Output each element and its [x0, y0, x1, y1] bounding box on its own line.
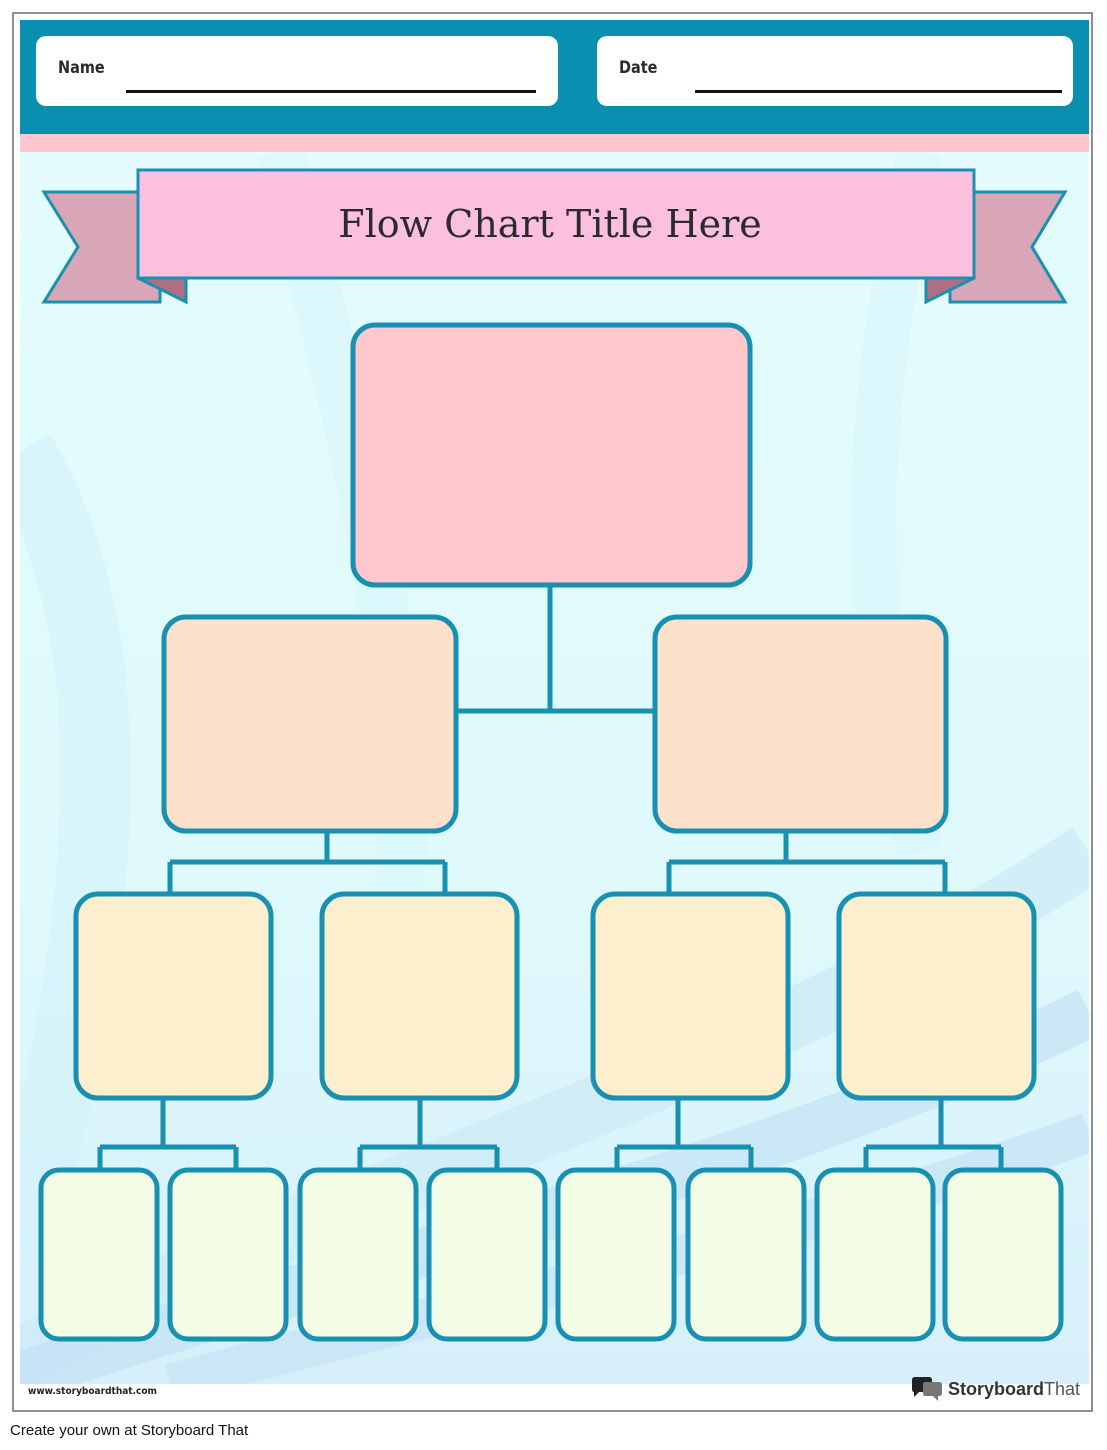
- flow-box-level4-8[interactable]: [942, 1167, 1064, 1342]
- flow-box-level2-right[interactable]: [652, 614, 949, 834]
- storyboardthat-logo[interactable]: StoryboardThat: [910, 1376, 1080, 1402]
- worksheet: Name Date: [12, 12, 1093, 1412]
- flow-box-level4-6[interactable]: [685, 1167, 807, 1342]
- speech-bubbles-icon: [912, 1377, 942, 1401]
- footer-url[interactable]: www.storyboardthat.com: [28, 1386, 157, 1397]
- banner-body: [136, 168, 976, 280]
- header-bar: Name Date: [20, 20, 1089, 134]
- flow-box-level4-7[interactable]: [814, 1167, 936, 1342]
- flow-box-level4-1[interactable]: [38, 1167, 160, 1342]
- connectors: [97, 585, 1004, 1170]
- flow-box-level3-4[interactable]: [836, 891, 1037, 1101]
- name-line[interactable]: [126, 90, 536, 93]
- flow-box-level4-3[interactable]: [297, 1167, 419, 1342]
- logo-brand: Storyboard: [948, 1378, 1045, 1399]
- name-field[interactable]: Name: [36, 36, 558, 106]
- logo-suffix: That: [1044, 1378, 1081, 1399]
- date-label: Date: [619, 58, 658, 78]
- title-banner: Flow Chart Title Here: [41, 168, 1068, 305]
- pink-strip: [20, 134, 1089, 152]
- chart-title[interactable]: Flow Chart Title Here: [338, 202, 762, 246]
- date-field[interactable]: Date: [597, 36, 1073, 106]
- flow-box-level3-1[interactable]: [73, 891, 274, 1101]
- flow-box-level4-5[interactable]: [555, 1167, 677, 1342]
- flow-chart-canvas: Flow Chart Title Here: [20, 152, 1089, 1384]
- create-your-own-caption[interactable]: Create your own at Storyboard That: [10, 1422, 249, 1439]
- flow-box-level2-left[interactable]: [161, 614, 459, 834]
- date-line[interactable]: [695, 90, 1062, 93]
- name-label: Name: [58, 58, 105, 78]
- flow-box-level1[interactable]: [350, 322, 753, 588]
- flow-box-level3-3[interactable]: [590, 891, 791, 1101]
- flow-box-level4-2[interactable]: [167, 1167, 289, 1342]
- flow-box-level3-2[interactable]: [319, 891, 520, 1101]
- flow-box-level4-4[interactable]: [426, 1167, 548, 1342]
